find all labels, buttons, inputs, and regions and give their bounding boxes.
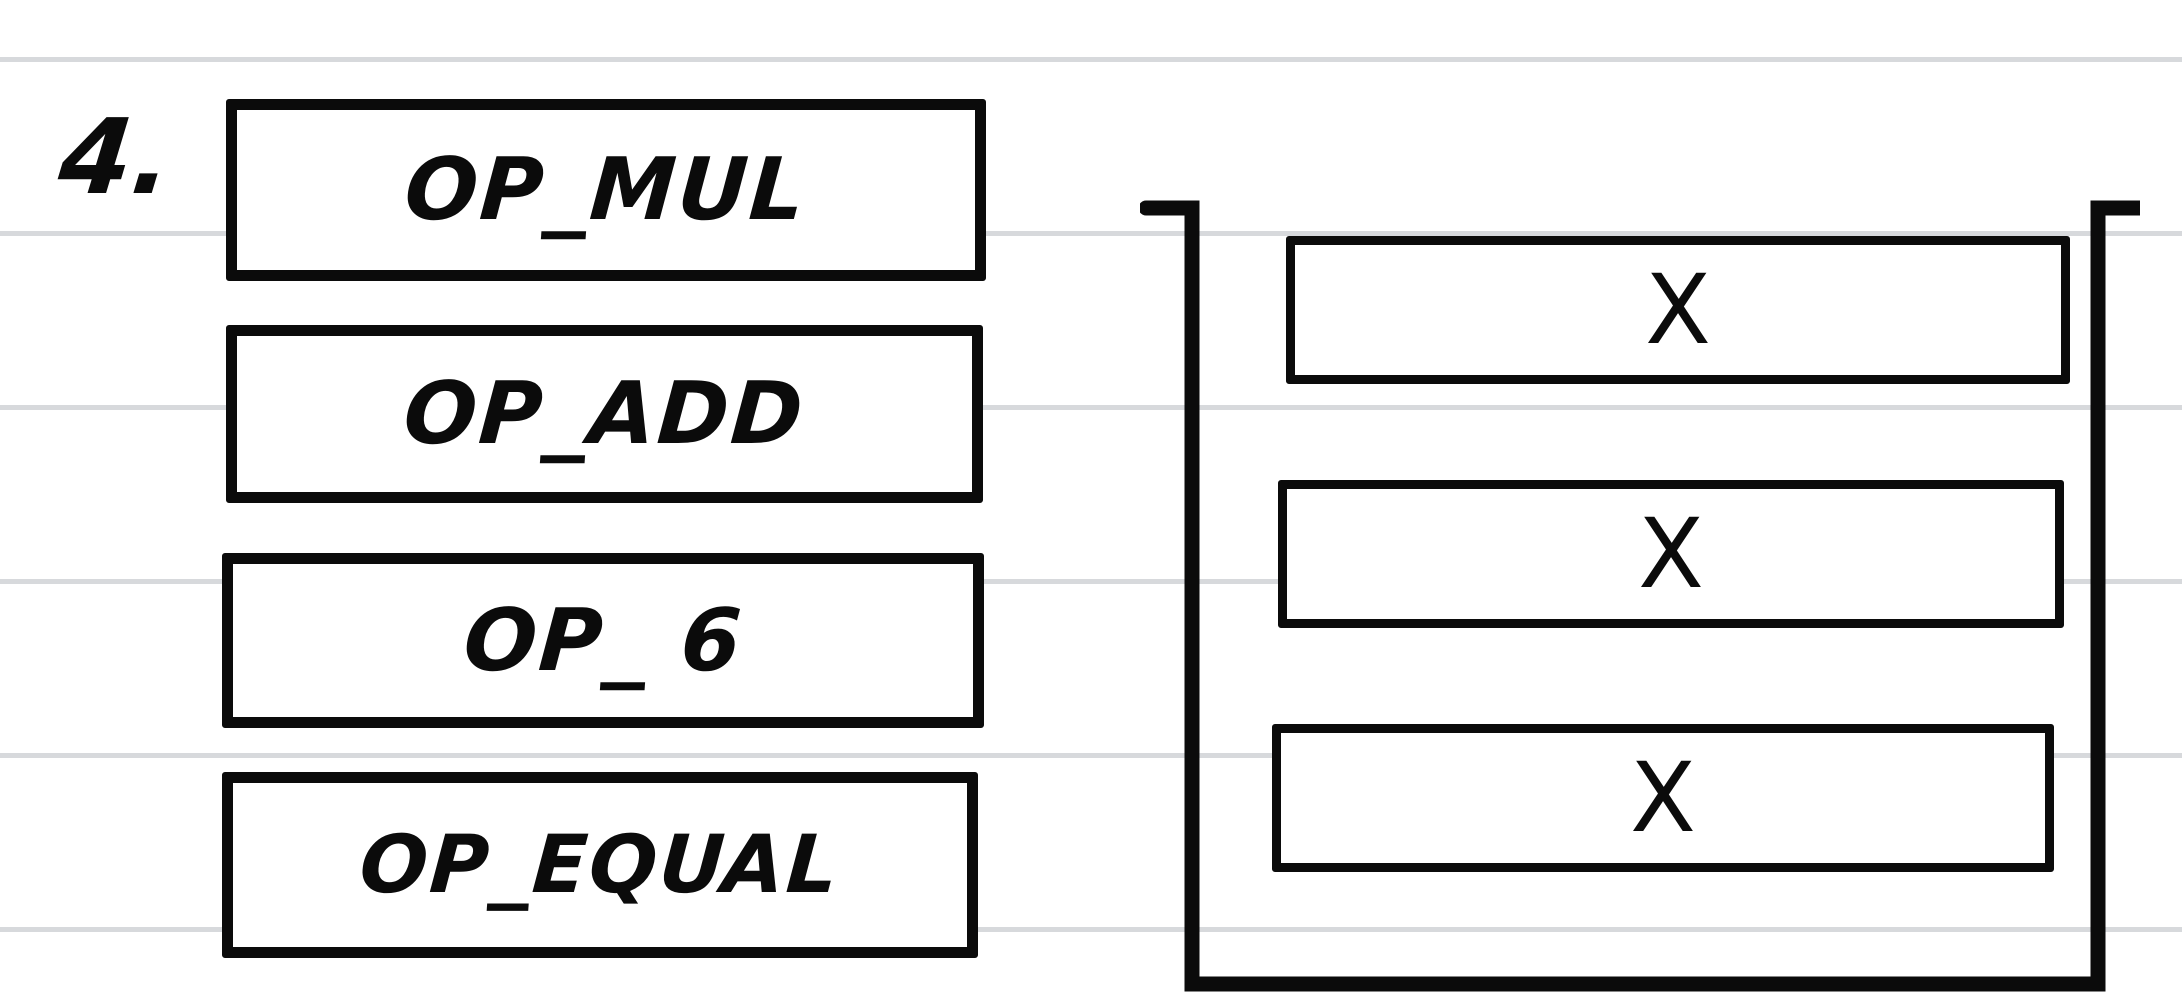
opcode-box[interactable]: OP_EQUAL — [222, 772, 978, 958]
x-mark-label: X — [1645, 254, 1711, 366]
x-mark-box[interactable]: X — [1278, 480, 2064, 628]
opcode-box[interactable]: OP_ADD — [226, 325, 983, 503]
opcode-stack: OP_MUL OP_ADD OP_ 6 OP_EQUAL — [222, 99, 986, 958]
x-mark-label: X — [1630, 742, 1696, 854]
opcode-box[interactable]: OP_ 6 — [222, 553, 984, 728]
x-mark-label: X — [1638, 498, 1704, 610]
opcode-box[interactable]: OP_MUL — [226, 99, 986, 281]
x-mark-box[interactable]: X — [1272, 724, 2054, 872]
x-mark-box[interactable]: X — [1286, 236, 2070, 384]
